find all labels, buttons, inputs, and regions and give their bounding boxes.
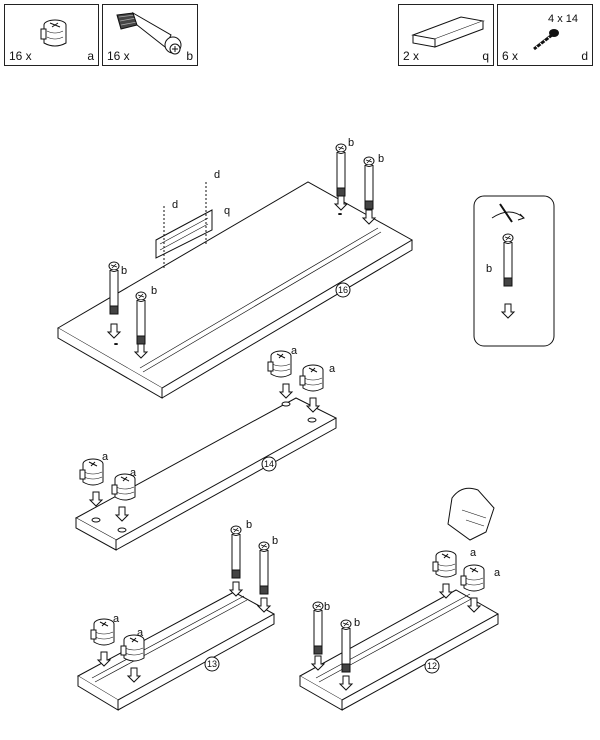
label-b: b (246, 519, 252, 531)
step-number-14: 14 (264, 459, 274, 469)
step-number-13: 13 (207, 659, 217, 669)
label-a: a (130, 467, 137, 479)
part-letter: b (186, 49, 193, 63)
panel-13-step: a a b b 13 (76, 519, 278, 711)
label-a: a (470, 547, 477, 559)
part-letter: d (581, 49, 588, 63)
part-box-d: 4 x 14 6 x d (497, 4, 593, 66)
screw-size: 4 x 14 (548, 13, 578, 25)
label-d: d (214, 169, 220, 181)
cam-bolt-icon (116, 11, 182, 55)
panel-16-step: b b b b d d q 16 (57, 137, 414, 399)
label-a: a (102, 451, 109, 463)
label-b: b (121, 265, 127, 277)
step-number-circle (261, 456, 277, 472)
label-b: b (354, 617, 360, 629)
label-b: b (348, 137, 354, 149)
step-number-16: 16 (338, 285, 348, 295)
label-a: a (494, 567, 501, 579)
step-number-12: 12 (427, 661, 437, 671)
label-a: a (291, 345, 298, 357)
step-number-circle (424, 658, 440, 674)
label-a: a (329, 363, 336, 375)
label-b: b (324, 601, 330, 613)
panel-12-step: b b a a 12 (298, 487, 501, 711)
panel-14-step: a a a a 14 (74, 345, 338, 551)
part-box-a: 16 x a (4, 4, 99, 66)
label-q: q (224, 205, 230, 217)
part-box-b: 16 x b (102, 4, 198, 66)
part-letter: q (482, 49, 489, 63)
label-d: d (172, 199, 178, 211)
step-number-circle (335, 282, 351, 298)
part-qty: 16 x (9, 49, 32, 63)
label-a: a (113, 613, 120, 625)
label-b: b (272, 535, 278, 547)
cam-lock-icon (40, 19, 67, 47)
label-a: a (137, 627, 144, 639)
part-qty: 6 x (502, 49, 519, 63)
step-number-circle (204, 656, 220, 672)
part-letter: a (87, 49, 94, 63)
bracket-rail-icon (411, 16, 485, 48)
part-box-q: 2 x q (398, 4, 494, 66)
part-qty: 2 x (403, 49, 420, 63)
label-b: b (151, 285, 157, 297)
part-qty: 16 x (107, 49, 130, 63)
screw-icon (533, 29, 559, 51)
label-b: b (486, 263, 492, 275)
label-b: b (378, 153, 384, 165)
inset-screwdriver-detail: b (473, 195, 555, 347)
